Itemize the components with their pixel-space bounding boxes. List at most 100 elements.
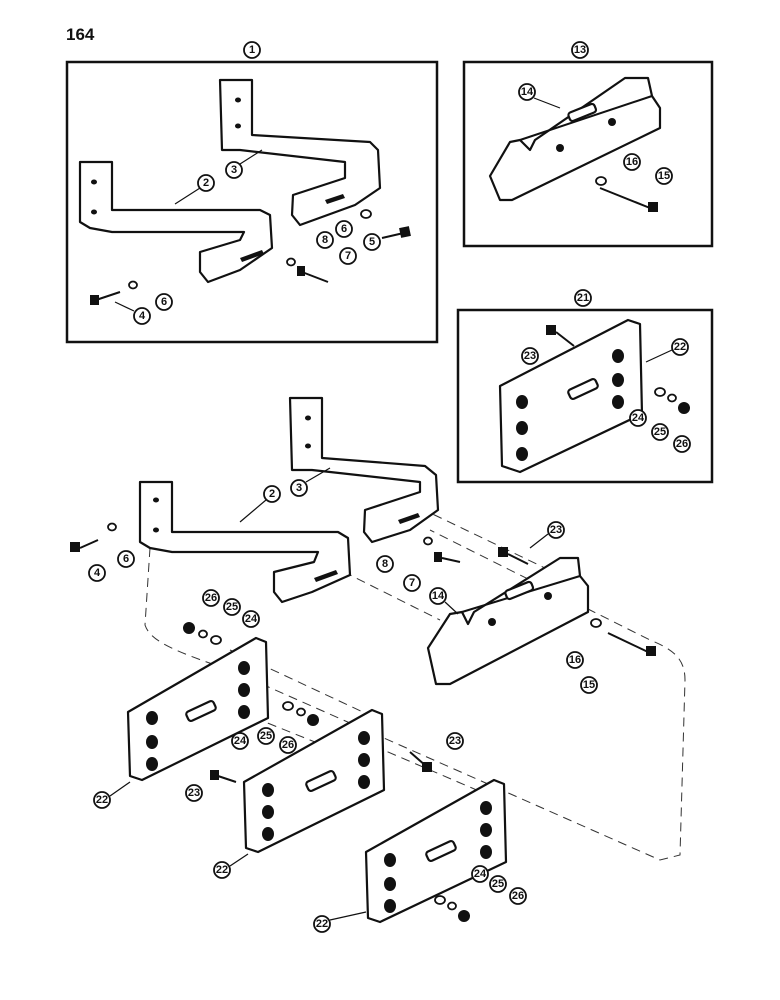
box-21-suitcase-weight: 21 22 23 24 25 26	[456, 289, 714, 484]
svg-text:23: 23	[449, 735, 461, 747]
nut-26-middle	[307, 714, 319, 726]
suitcase-weight-22-inset	[498, 318, 644, 474]
svg-text:6: 6	[341, 223, 347, 235]
callout-26-upper	[202, 589, 220, 607]
svg-text:26: 26	[205, 592, 217, 604]
svg-text:5: 5	[369, 236, 375, 248]
svg-text:22: 22	[316, 918, 328, 930]
svg-text:26: 26	[676, 438, 688, 450]
bolt-4	[70, 539, 99, 552]
nut-26-upper	[183, 622, 195, 634]
svg-text:22: 22	[674, 341, 686, 353]
lock-washer-25-inset	[667, 393, 677, 403]
callout-26-middle	[279, 736, 297, 754]
bolt-15	[607, 632, 656, 656]
svg-text:24: 24	[474, 868, 487, 880]
svg-text:13: 13	[574, 44, 586, 56]
svg-text:26: 26	[282, 739, 294, 751]
callout-3	[290, 479, 308, 497]
bolt-15-inset	[599, 187, 658, 212]
callout-15	[580, 676, 598, 694]
box-13-frame	[462, 60, 714, 248]
bolt-7-inset	[297, 266, 329, 283]
washer-16	[590, 618, 602, 628]
callout-26-lower	[509, 887, 527, 905]
washer-8	[423, 536, 433, 546]
svg-text:22: 22	[96, 794, 108, 806]
callout-8	[376, 555, 394, 573]
svg-text:25: 25	[260, 730, 272, 742]
callout-26-inset	[673, 435, 691, 453]
svg-text:6: 6	[161, 296, 167, 308]
callout-25-upper	[223, 598, 241, 616]
svg-text:25: 25	[654, 426, 666, 438]
callout-2	[263, 485, 281, 503]
svg-text:7: 7	[409, 577, 415, 589]
callout-21	[574, 289, 592, 307]
svg-text:3: 3	[296, 482, 302, 494]
front-weight-14-inset	[488, 76, 662, 202]
callout-6-inset-a	[335, 220, 353, 238]
callout-15-inset	[655, 167, 673, 185]
washer-24-upper	[210, 635, 222, 645]
bracket-3-inset	[218, 78, 382, 227]
svg-text:7: 7	[345, 250, 351, 262]
svg-text:21: 21	[577, 292, 589, 304]
svg-text:24: 24	[632, 412, 645, 424]
svg-text:16: 16	[626, 156, 638, 168]
box-13-front-weight: 13 14 16 15	[462, 41, 714, 248]
bracket-2-inset	[78, 160, 274, 284]
callout-16-inset	[623, 153, 641, 171]
callout-16	[566, 651, 584, 669]
suitcase-weight-22-b	[242, 708, 386, 854]
callout-7-inset	[339, 247, 357, 265]
nut-26-lower	[458, 910, 470, 922]
bolt-23-inset	[546, 325, 575, 347]
svg-text:24: 24	[245, 613, 258, 625]
svg-text:23: 23	[550, 524, 562, 536]
washer-24-middle	[282, 701, 294, 711]
box-21-frame	[456, 308, 714, 484]
callout-24-lower	[471, 865, 489, 883]
washer-6-inset-b	[128, 280, 138, 290]
svg-text:8: 8	[382, 558, 388, 570]
callout-25-inset	[651, 423, 669, 441]
svg-text:15: 15	[658, 170, 670, 182]
callout-22-b	[213, 861, 231, 879]
suitcase-weight-22-a	[126, 636, 270, 782]
callout-22-c	[313, 915, 331, 933]
callout-5-inset	[363, 233, 381, 251]
svg-text:2: 2	[269, 488, 275, 500]
page-number: 164	[66, 25, 95, 44]
callout-23-middle	[446, 732, 464, 750]
lock-washer-25-upper	[198, 629, 208, 639]
callout-6-inset-b	[155, 293, 173, 311]
washer-8-inset	[286, 257, 296, 267]
callout-23-left	[185, 784, 203, 802]
svg-text:16: 16	[569, 654, 581, 666]
svg-text:4: 4	[139, 310, 146, 322]
svg-text:3: 3	[231, 164, 237, 176]
svg-text:4: 4	[94, 567, 101, 579]
callout-25-middle	[257, 727, 275, 745]
callout-14	[429, 587, 447, 605]
washer-16-inset	[595, 176, 607, 186]
svg-text:2: 2	[203, 177, 209, 189]
svg-text:26: 26	[512, 890, 524, 902]
callout-23-upper	[547, 521, 565, 539]
callout-24-upper	[242, 610, 260, 628]
bolt-7	[434, 552, 461, 563]
lock-washer-25-lower	[447, 901, 457, 911]
callout-1	[243, 41, 261, 59]
callout-14-inset	[518, 83, 536, 101]
callout-22-a	[93, 791, 111, 809]
svg-text:25: 25	[226, 601, 238, 613]
lock-washer-25-middle	[296, 707, 306, 717]
svg-text:25: 25	[492, 878, 504, 890]
main-exploded-view: 2 3 4 6 8 7 23 14 16 15 26 25 24 24 25 2…	[70, 396, 686, 933]
callout-4-inset	[133, 307, 151, 325]
callout-6	[117, 550, 135, 568]
nut-26-inset	[678, 402, 690, 414]
callout-3-inset	[225, 161, 243, 179]
